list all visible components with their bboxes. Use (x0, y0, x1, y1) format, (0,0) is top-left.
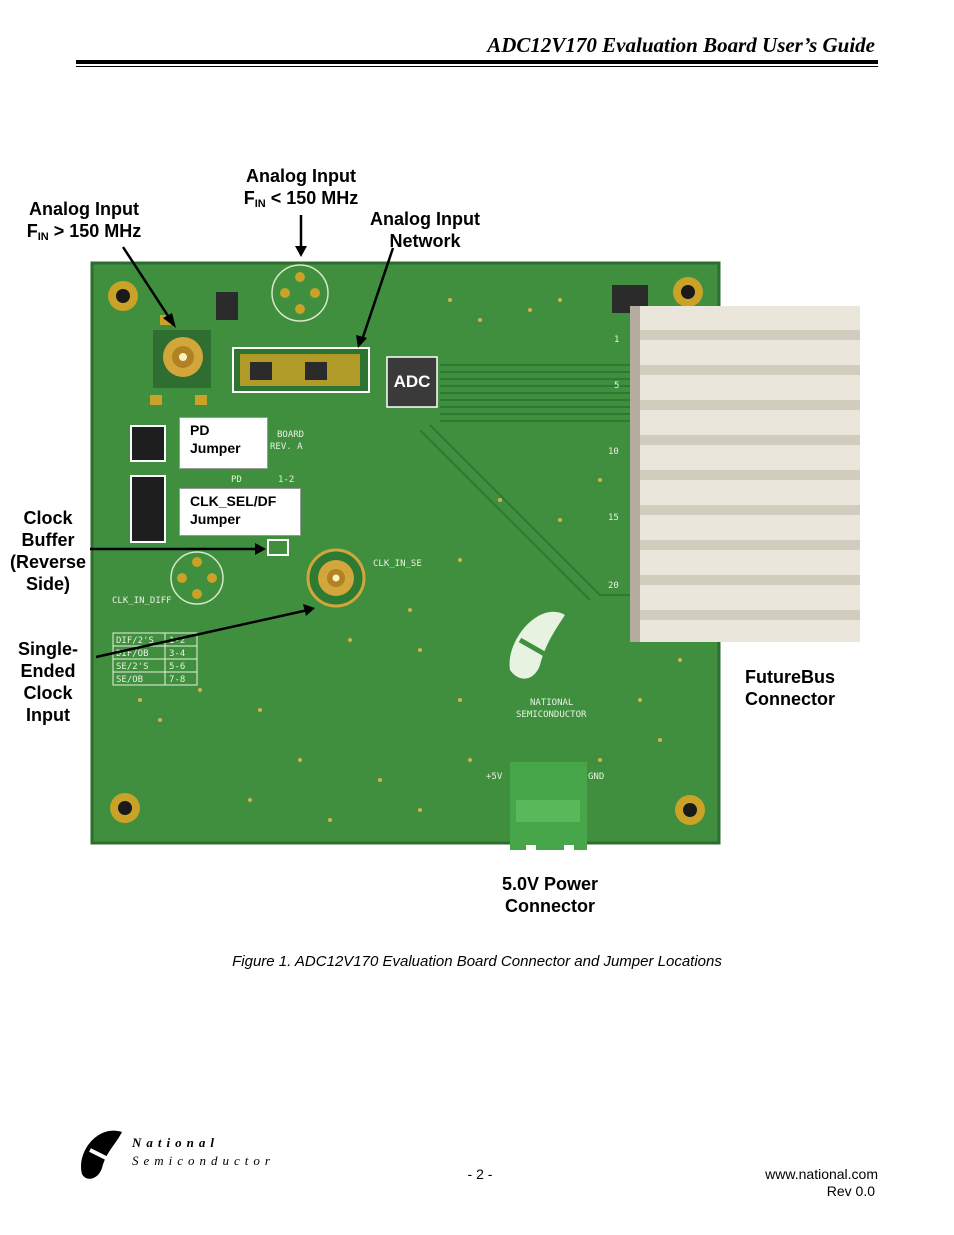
board-rev: REV. A (270, 442, 303, 452)
analog-lf-footprint (271, 264, 329, 322)
callout-analog-hf: Analog Input FIN > 150 MHz (14, 198, 154, 248)
table-row-value: 7-8 (169, 675, 185, 685)
board-nat-line2: SEMICONDUCTOR (516, 710, 587, 720)
adc-label: ADC (393, 372, 431, 391)
callout-power: 5.0V Power Connector (480, 873, 620, 917)
mounting-holes (108, 277, 705, 825)
footer-brand-name: National (132, 1135, 219, 1150)
pd-jumper-label-line2: Jumper (190, 440, 241, 456)
clksel-jumper-label-line2: Jumper (190, 511, 241, 527)
clock-buffer-marker (267, 539, 289, 556)
clksel-jumper-header (130, 475, 166, 543)
board-plus5v: +5V (486, 772, 503, 782)
callout-analog-hf-title: Analog Input (29, 199, 139, 219)
callout-network-line1: Analog Input (370, 209, 480, 229)
callout-futurebus-line1: FutureBus (745, 667, 835, 687)
table-row-value: 5-6 (169, 662, 185, 672)
table-row-label: SE/OB (116, 675, 143, 685)
header-rule (76, 60, 878, 64)
callout-analog-hf-freq: FIN > 150 MHz (26, 221, 142, 243)
callout-clock-buffer-line: Clock (23, 508, 73, 528)
callout-analog-lf-title: Analog Input (246, 166, 356, 186)
callout-clock-buffer-line: (Reverse (9, 552, 87, 572)
connector-number: 15 (608, 513, 619, 523)
table-row-value: 3-4 (169, 649, 185, 659)
sma-analog-hf (150, 315, 211, 405)
ns-logo-icon (81, 1130, 122, 1179)
callout-single-ended-line: Single- (17, 639, 78, 659)
callout-power-line1: 5.0V Power (501, 874, 599, 894)
callout-clock-buffer-line: Buffer (21, 530, 75, 550)
connector-number: 1 (614, 335, 619, 345)
callout-network-line2: Network (389, 231, 461, 251)
callout-futurebus-line2: Connector (745, 689, 835, 709)
connector-number: 5 (614, 381, 619, 391)
footer-page-number: - 2 - (467, 1166, 493, 1182)
table-row-value: 1-2 (169, 636, 185, 646)
header-rule-thin (76, 66, 878, 67)
connector-number: 20 (608, 581, 619, 591)
table-row-label: DIF/OB (116, 649, 149, 659)
clksel-jumper-label-line1: CLK_SEL/DF (190, 493, 277, 509)
callout-single-ended-line: Input (26, 705, 70, 725)
table-row-label: SE/2'S (116, 662, 149, 672)
callout-analog-lf-freq: FIN < 150 MHz (243, 188, 359, 210)
pd-jumper-label-line1: PD (190, 422, 210, 438)
board-ns-logo (509, 611, 565, 679)
connector-number: 10 (608, 447, 619, 457)
futurebus-connector-graphic (630, 306, 860, 642)
footer-rev: Rev 0.0 (826, 1183, 875, 1199)
footer-url: www.national.com (765, 1166, 878, 1182)
callout-network: Analog Input Network (360, 208, 490, 252)
callout-analog-lf: Analog Input FIN < 150 MHz (230, 165, 372, 215)
table-row-label: DIF/2'S (116, 636, 154, 646)
pd-jumper-header (130, 425, 166, 462)
board-figure: NATIONAL SEMICONDUCTOR BOARD REV. A +5V … (90, 215, 860, 851)
pd-jumper-label: PD Jumper (179, 417, 268, 469)
footer-brand-sub: Semiconductor (132, 1153, 275, 1168)
callout-clock-buffer-line: Side) (25, 574, 70, 594)
board-clk-in-se: CLK_IN_SE (373, 559, 422, 569)
board-nat-line1: NATIONAL (530, 698, 573, 708)
figure-caption: Figure 1. ADC12V170 Evaluation Board Con… (232, 953, 722, 970)
clk-in-diff-footprint (170, 551, 224, 605)
board-label: BOARD (277, 430, 304, 440)
callout-single-ended-line: Ended (20, 661, 76, 681)
adc-chip (386, 356, 438, 408)
power-terminal-graphic (510, 762, 587, 851)
clksel-jumper-label: CLK_SEL/DF Jumper (179, 488, 301, 536)
callout-arrows (90, 215, 395, 659)
pcb-traces (419, 364, 640, 601)
board-pd-head: PD (231, 475, 242, 485)
document-header-title: ADC12V170 Evaluation Board User’s Guide (487, 33, 875, 57)
board-clk-in-diff: CLK_IN_DIFF (112, 596, 172, 606)
callout-futurebus: FutureBus Connector (745, 666, 865, 710)
callout-clock-buffer: Clock Buffer (Reverse Side) (4, 507, 92, 595)
callout-single-ended-line: Clock (23, 683, 73, 703)
board-pd-head-val: 1-2 (278, 475, 294, 485)
board-gnd: GND (588, 772, 604, 782)
callout-single-ended: Single- Ended Clock Input (6, 638, 90, 726)
callout-power-line2: Connector (505, 896, 595, 916)
sma-clock-se (306, 548, 366, 608)
